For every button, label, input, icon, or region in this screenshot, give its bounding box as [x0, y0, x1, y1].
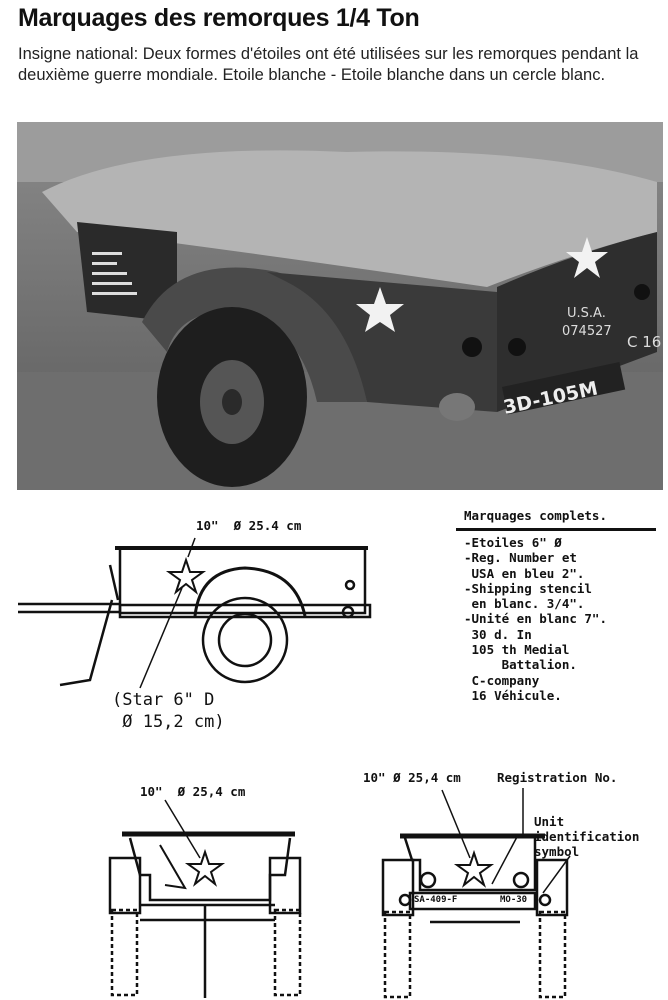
trailer-photo: U.S.A. 074527 C 16 3D-105M	[17, 122, 663, 490]
small-star-label-2: Ø 15,2 cm)	[112, 712, 225, 732]
front-star-label: 10" Ø 25,4 cm	[140, 784, 246, 799]
side-star-label: 10" Ø 25.4 cm	[196, 518, 302, 533]
panel-title: Marquages complets.	[464, 508, 607, 523]
front-view-drawing	[108, 799, 302, 998]
unit-label-1: Unit	[534, 814, 565, 829]
small-star-label-1: (Star 6" D	[112, 690, 215, 710]
rear-star-label: 10" Ø 25,4 cm	[363, 770, 461, 785]
intro-paragraph: Insigne national: Deux formes d'étoiles …	[18, 45, 639, 84]
side-view-drawing	[18, 537, 372, 689]
unit-label-3: symbol	[534, 844, 580, 859]
panel-line: Battalion.	[464, 657, 577, 673]
star-marking-rear	[566, 237, 608, 278]
star-marking-side	[356, 287, 404, 332]
registration-label: Registration No.	[497, 770, 618, 785]
panel-divider	[456, 528, 656, 531]
panel-line: 30 d. In	[464, 626, 532, 642]
company-marking: C 16	[627, 333, 661, 351]
panel-line: en blanc. 3/4".	[464, 596, 585, 612]
panel-line: -Shipping stencil	[464, 580, 592, 596]
panel-line: 105 th Medial	[464, 642, 570, 658]
markings-panel: Marquages complets. -Etoiles 6" Ø -Reg. …	[456, 508, 656, 703]
page-title: Marquages des remorques 1/4 Ton	[18, 4, 420, 32]
plate-right-label: MO-30	[500, 895, 528, 905]
panel-line: -Etoiles 6" Ø	[464, 535, 562, 550]
unit-label-2: identification	[534, 829, 640, 844]
panel-line: -Unité en blanc 7".	[464, 611, 607, 627]
plate-left-label: SA-409-F	[414, 895, 458, 905]
usa-marking: U.S.A.	[567, 306, 606, 321]
serial-marking: 074527	[562, 324, 612, 339]
panel-line: -Reg. Number et	[464, 550, 577, 566]
rear-view-drawing	[381, 788, 571, 999]
panel-line: USA en bleu 2".	[464, 565, 585, 581]
panel-line: C-company	[464, 672, 540, 688]
panel-line: 16 Véhicule.	[464, 687, 562, 703]
